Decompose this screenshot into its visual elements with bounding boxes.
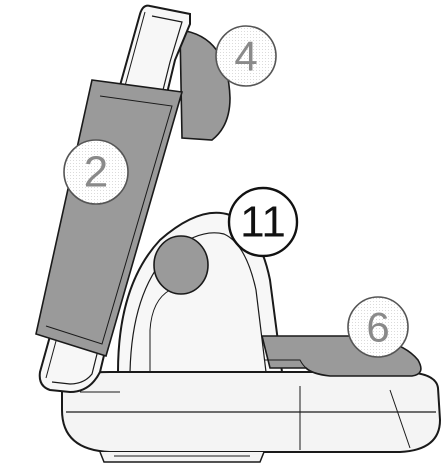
callout-11: 11 [227,186,299,258]
callout-2-label: 2 [84,148,108,197]
callout-4-label: 4 [234,33,257,80]
callout-11-label: 11 [240,198,286,247]
callout-2: 2 [63,139,129,205]
callout-6-label: 6 [366,304,389,351]
callout-4: 4 [215,25,277,87]
side-panel-part [35,79,184,358]
terminal-base [61,371,442,463]
callout-6: 6 [347,296,409,358]
stand-knob-part [153,235,209,295]
